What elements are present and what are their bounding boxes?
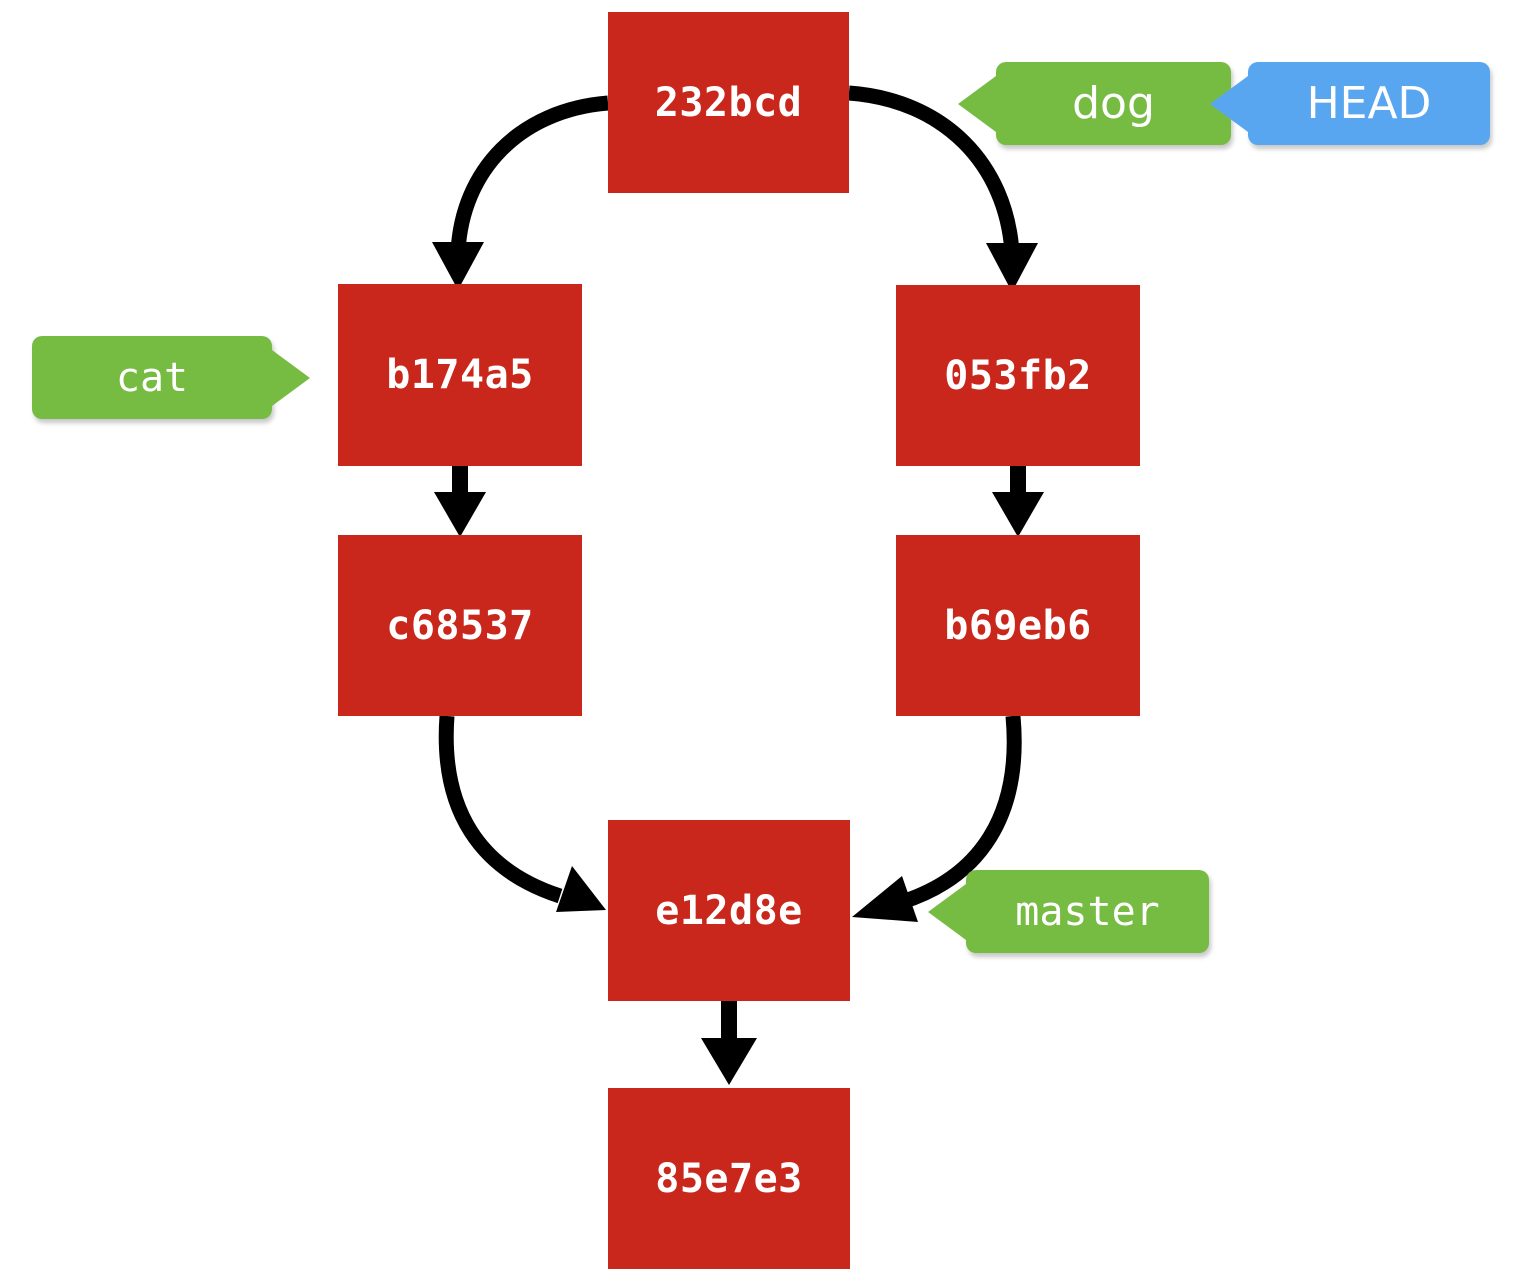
tag-pointer-arrow-icon (272, 349, 310, 406)
branch-tag-label: dog (1072, 78, 1155, 129)
commit-label: c68537 (386, 602, 534, 649)
commit-node-b174a5[interactable]: b174a5 (338, 284, 582, 466)
commit-node-e12d8e[interactable]: e12d8e (608, 820, 850, 1001)
edge-b174a5-to-c68537 (434, 466, 486, 537)
branch-tag-label: master (1015, 888, 1160, 935)
branch-tag-cat[interactable]: cat (32, 336, 310, 419)
branch-tag-label: cat (115, 354, 189, 401)
commit-label: e12d8e (655, 887, 803, 934)
commit-label: b69eb6 (944, 602, 1092, 649)
head-pointer-arrow-icon (1210, 75, 1248, 132)
commit-label: 232bcd (654, 79, 803, 126)
branch-tag-dog[interactable]: dog (958, 62, 1231, 145)
commit-node-85e7e3[interactable]: 85e7e3 (608, 1088, 850, 1269)
tag-pointer-arrow-icon (928, 883, 966, 940)
edge-053fb2-to-b69eb6 (992, 466, 1044, 537)
edge-232bcd-to-b174a5 (432, 95, 609, 290)
commit-node-b69eb6[interactable]: b69eb6 (896, 535, 1140, 716)
edge-e12d8e-to-85e7e3 (701, 1001, 757, 1085)
commit-label: 053fb2 (944, 352, 1092, 399)
commit-label: b174a5 (386, 352, 534, 398)
commit-node-053fb2[interactable]: 053fb2 (896, 285, 1140, 466)
commit-label: 85e7e3 (655, 1155, 803, 1202)
edge-c68537-to-e12d8e (438, 715, 606, 912)
branch-tag-master[interactable]: master (928, 870, 1209, 953)
tag-pointer-arrow-icon (958, 75, 996, 132)
commit-node-c68537[interactable]: c68537 (338, 535, 582, 716)
head-tag-label: HEAD (1306, 78, 1432, 129)
commit-node-232bcd[interactable]: 232bcd (608, 12, 849, 193)
head-tag[interactable]: HEAD (1210, 62, 1490, 145)
